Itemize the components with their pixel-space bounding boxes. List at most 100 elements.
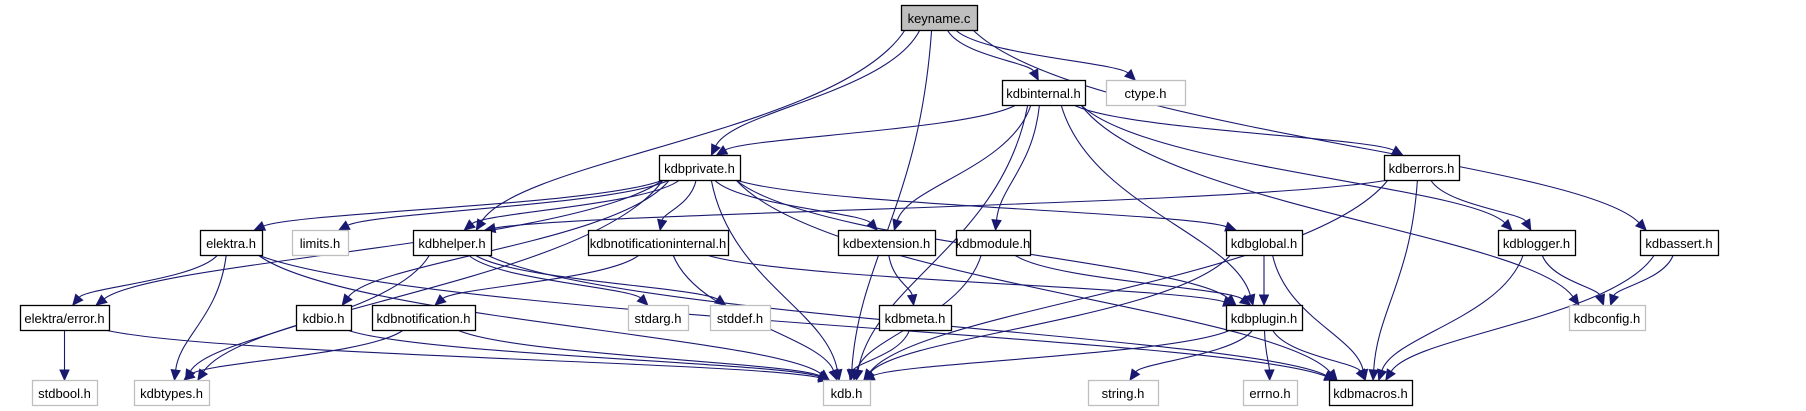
- node-label: kdbnotification.h: [377, 311, 471, 326]
- node-kdbio-h[interactable]: kdbio.h: [295, 304, 353, 332]
- node-box: [587, 229, 730, 257]
- node-box: [1497, 229, 1577, 257]
- node-kdbmodule-h[interactable]: kdbmodule.h: [956, 229, 1032, 257]
- node-kdbmeta-h[interactable]: kdbmeta.h: [878, 304, 953, 332]
- node-kdbinternal-h[interactable]: kdbinternal.h: [1001, 79, 1087, 107]
- node-box: [822, 379, 872, 407]
- edge-kdbnotification_h-to-kdb_h: [457, 329, 821, 377]
- node-label: kdbplugin.h: [1231, 311, 1298, 326]
- arrowhead-kdbinternal_h-to-kdbextension_h: [892, 218, 903, 232]
- arrowhead-keyname_c-to-kdbprivate_h: [710, 143, 721, 157]
- node-label: elektra.h: [206, 236, 256, 251]
- node-box: [1225, 229, 1304, 257]
- edge-kdbplugin_h-to-kdbmacros_h: [1272, 329, 1361, 372]
- edge-elektra_h-to-kdb_h: [257, 254, 822, 375]
- arrowhead-kdbprivate_h-to-kdbnotificationinternal_h: [657, 218, 668, 232]
- node-stdarg-h: stdarg.h: [627, 304, 690, 332]
- node-box: [291, 229, 350, 257]
- node-box: [295, 304, 353, 332]
- node-box: [199, 229, 264, 257]
- edge-kdbnotification_h-to-kdbtypes_h: [191, 329, 404, 375]
- node-box: [1383, 154, 1461, 182]
- node-kdbconfig-h: kdbconfig.h: [1568, 304, 1647, 332]
- edge-kdbglobal_h-to-kdbmacros_h: [1271, 254, 1364, 371]
- edge-kdbprivate_h-to-kdbhelper_h: [471, 179, 681, 225]
- arrowhead-kdbmeta_h-to-kdb_h: [848, 368, 859, 382]
- arrowhead-kdbhelper_h-to-stdarg_h: [636, 293, 649, 306]
- node-label: stddef.h: [717, 311, 763, 326]
- edge-kdbprivate_h-to-kdbextension_h: [714, 179, 871, 224]
- node-kdbtypes-h: kdbtypes.h: [133, 379, 211, 407]
- arrowhead-kdblogger_h-to-kdbconfig_h: [1595, 293, 1605, 307]
- node-limits-h: limits.h: [291, 229, 350, 257]
- node-label: kdb.h: [831, 386, 863, 401]
- node-label: kdbextension.h: [843, 236, 930, 251]
- node-elektra-h[interactable]: elektra.h: [199, 229, 264, 257]
- edge-kdbinternal_h-to-kdberrors_h: [1073, 104, 1395, 151]
- edge-kdbinternal_h-to-kdbconfig_h: [1080, 104, 1574, 298]
- node-kdbassert-h[interactable]: kdbassert.h: [1639, 229, 1720, 257]
- edge-kdbinternal_h-to-kdbmodule_h: [995, 104, 1041, 221]
- node-label: kdblogger.h: [1503, 236, 1570, 251]
- edge-kdbprivate_h-to-kdbnotificationinternal_h: [661, 179, 697, 221]
- arrowhead-kdbinternal_h-to-kdbplugin_h: [1245, 293, 1256, 307]
- node-box: [1639, 229, 1720, 257]
- node-box: [1001, 79, 1087, 107]
- node-label: limits.h: [300, 236, 340, 251]
- node-keyname-c[interactable]: keyname.c: [900, 4, 979, 32]
- node-label: kdbconfig.h: [1574, 311, 1641, 326]
- node-label: elektra/error.h: [24, 311, 104, 326]
- node-box: [1328, 379, 1414, 407]
- node-box: [19, 304, 111, 332]
- node-box: [133, 379, 211, 407]
- arrowhead-kdbinternal_h-to-kdbmodule_h: [991, 219, 1002, 232]
- node-kdbmacros-h[interactable]: kdbmacros.h: [1328, 379, 1414, 407]
- edge-kdberrors_h-to-kdbhelper_h: [494, 179, 1389, 229]
- arrowhead-kdbnotificationinternal_h-to-kdbnotification_h: [434, 294, 447, 306]
- node-stddef-h: stddef.h: [709, 304, 772, 332]
- arrowhead-kdbprivate_h-to-elektra_h: [253, 221, 267, 231]
- arrowhead-kdbinternal_h-to-kdbconfig_h: [1568, 293, 1580, 306]
- node-kdbprivate-h[interactable]: kdbprivate.h: [658, 154, 742, 182]
- node-label: kdbmeta.h: [885, 311, 946, 326]
- edge-kdbglobal_h-to-kdb_h: [870, 254, 1232, 373]
- node-box: [900, 4, 979, 32]
- arrowhead-kdbnotificationinternal_h-to-kdb_h: [828, 368, 839, 382]
- node-label: errno.h: [1249, 386, 1290, 401]
- edge-keyname_c-to-kdbprivate_h: [715, 29, 921, 147]
- node-kdbplugin-h[interactable]: kdbplugin.h: [1225, 304, 1304, 332]
- node-label: kdbtypes.h: [140, 386, 203, 401]
- edge-kdbnotificationinternal_h-to-kdbplugin_h: [706, 254, 1225, 303]
- edge-kdblogger_h-to-kdbconfig_h: [1541, 254, 1601, 296]
- edge-kdbprivate_h-to-kdbio_h: [347, 179, 670, 298]
- node-kdbhelper-h[interactable]: kdbhelper.h: [412, 229, 493, 257]
- node-label: kdbnotificationinternal.h: [590, 236, 727, 251]
- edge-kdbprivate_h-to-limits_h: [347, 179, 670, 226]
- node-elektra-error-h[interactable]: elektra/error.h: [19, 304, 111, 332]
- node-box: [1105, 79, 1187, 107]
- node-kdbglobal-h[interactable]: kdbglobal.h: [1225, 229, 1304, 257]
- arrowhead-kdbextension_h-to-kdbmeta_h: [906, 293, 918, 307]
- arrowhead-kdbprivate_h-to-kdbglobal_h: [1224, 221, 1237, 232]
- node-kdb-h: kdb.h: [822, 379, 872, 407]
- arrowhead-kdbnotification_h-to-kdbtypes_h: [183, 369, 196, 381]
- node-box: [1225, 304, 1304, 332]
- edge-elektra_error_h-to-kdb_h: [104, 329, 820, 379]
- node-kdberrors-h[interactable]: kdberrors.h: [1383, 154, 1461, 182]
- node-label: string.h: [1102, 386, 1145, 401]
- node-label: keyname.c: [908, 11, 971, 26]
- node-kdbnotificationinternal-h[interactable]: kdbnotificationinternal.h: [587, 229, 730, 257]
- arrowhead-kdbprivate_h-to-elektra_error_h: [95, 294, 108, 306]
- node-box: [31, 379, 99, 407]
- node-string-h: string.h: [1087, 379, 1160, 407]
- arrowhead-kdbhelper_h-to-kdbmacros_h: [1323, 370, 1337, 381]
- node-label: kdbmodule.h: [956, 236, 1030, 251]
- arrowhead-kdbprivate_h-to-kdbhelper_h: [463, 219, 476, 231]
- arrowhead-elektra_h-to-kdbtypes_h: [170, 368, 181, 382]
- edge-elektra_h-to-kdbtypes_h: [175, 254, 227, 371]
- edge-kdbhelper_h-to-stdarg_h: [468, 254, 641, 299]
- node-kdbextension-h[interactable]: kdbextension.h: [837, 229, 937, 257]
- node-kdbnotification-h[interactable]: kdbnotification.h: [371, 304, 477, 332]
- node-kdblogger-h[interactable]: kdblogger.h: [1497, 229, 1577, 257]
